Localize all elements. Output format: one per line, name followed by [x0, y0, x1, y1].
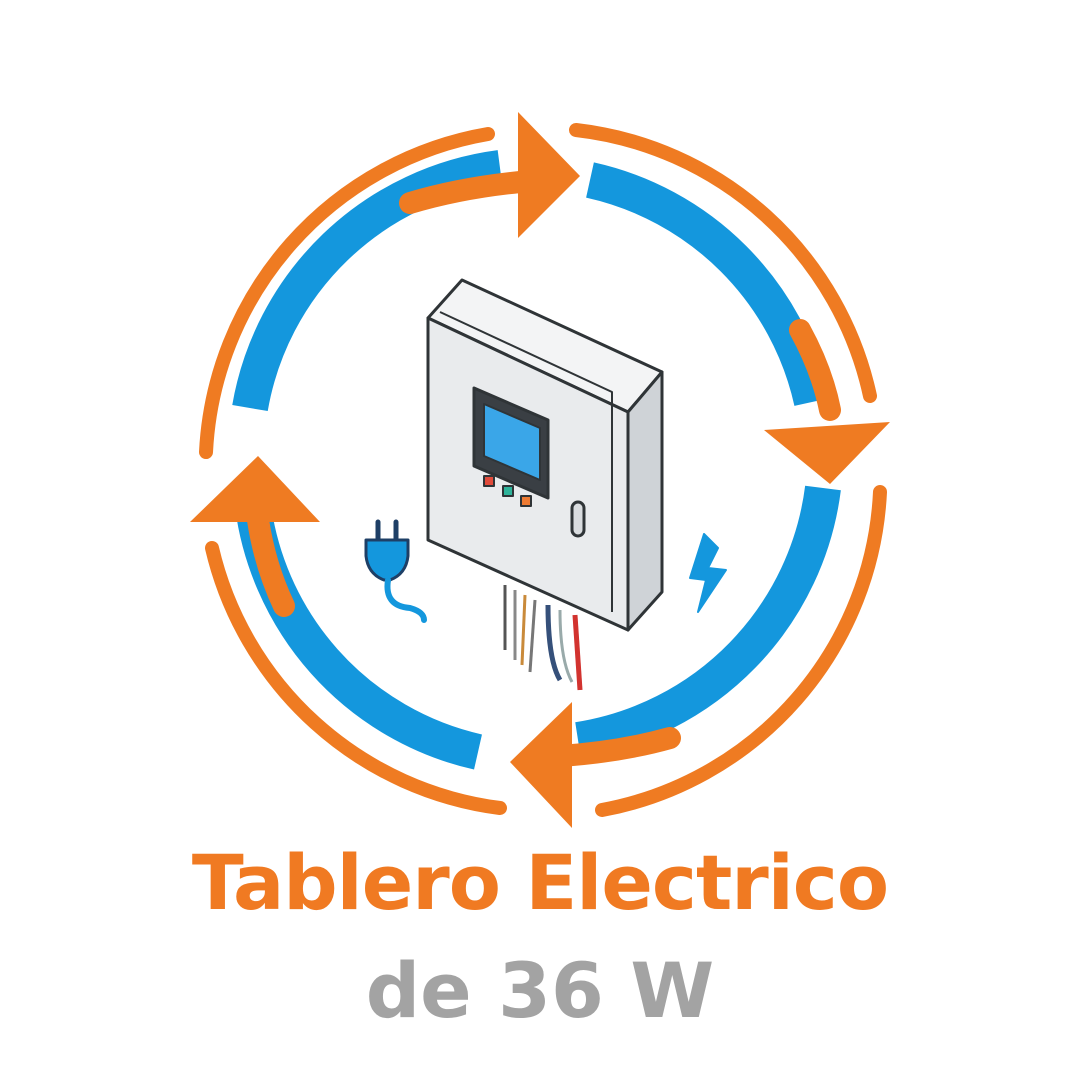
orange-outer-arcs	[199, 123, 887, 817]
lightning-bolt-icon	[689, 533, 727, 613]
page-subtitle: de 36 W	[365, 946, 715, 1035]
arrow-head-right	[764, 422, 890, 484]
arrow-head-bottom	[510, 702, 572, 828]
orange-arrow-shafts	[247, 171, 841, 767]
cycle-arrows-icon	[190, 112, 890, 828]
arrow-head-left	[190, 456, 320, 522]
panel-wires	[503, 585, 583, 691]
page-title: Tablero Electrico	[191, 838, 889, 927]
arrow-head-top	[518, 112, 580, 238]
power-plug-icon	[364, 519, 427, 623]
blue-cycle-ring	[232, 150, 841, 770]
electrical-panel-icon	[426, 278, 664, 691]
